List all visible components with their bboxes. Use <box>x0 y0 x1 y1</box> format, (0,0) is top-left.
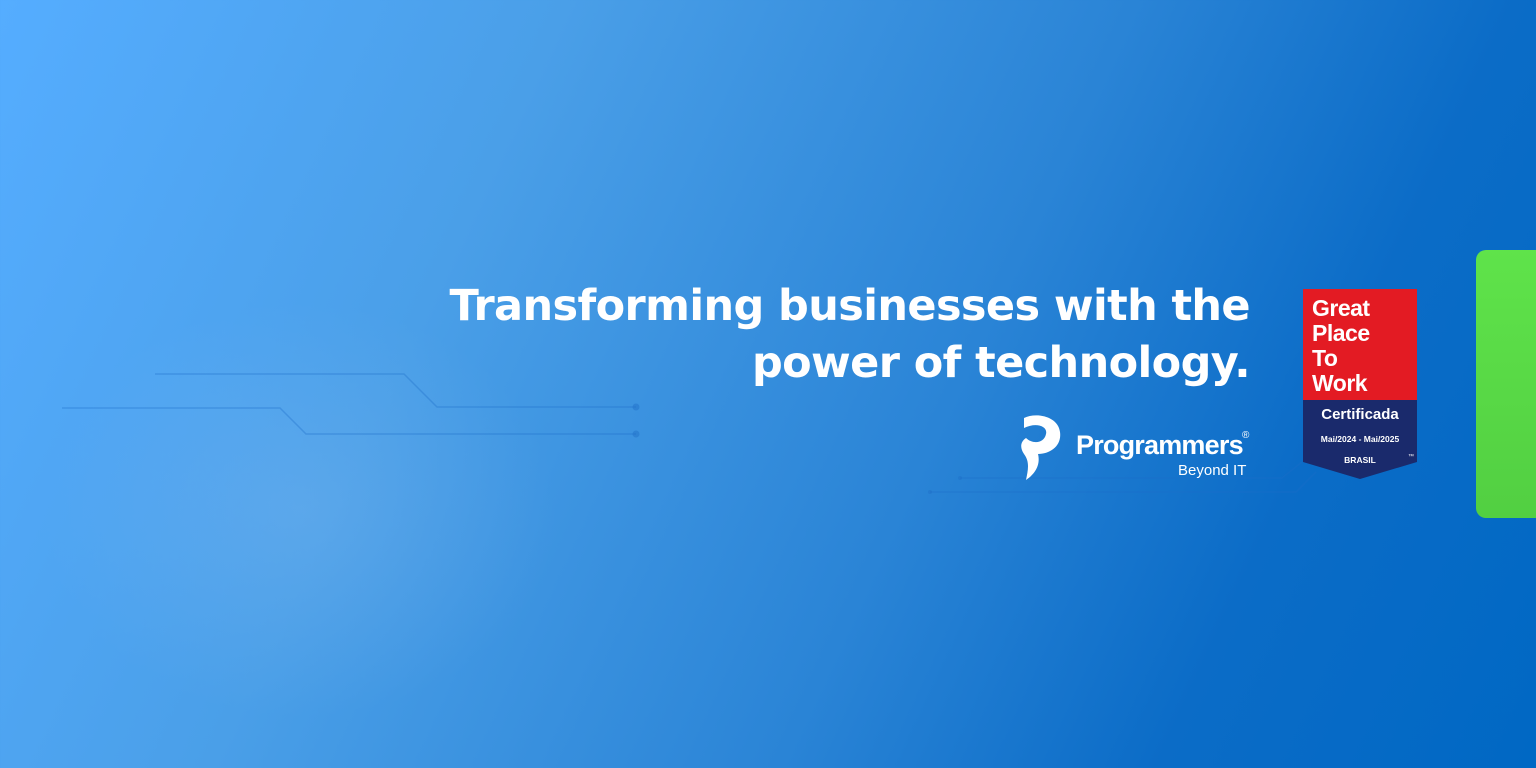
badge-country: BRASIL <box>1344 455 1376 465</box>
badge-red-panel <box>1303 289 1417 400</box>
logo-registered-mark: ® <box>1242 430 1250 441</box>
programmers-logo: Programmers ® Beyond IT <box>1018 412 1258 484</box>
side-tab[interactable] <box>1476 250 1536 518</box>
badge-period: Mai/2024 - Mai/2025 <box>1320 434 1400 444</box>
badge-trademark: ™ <box>1408 454 1414 460</box>
badge-status: Certificada <box>1321 406 1399 423</box>
headline-line-1: Transforming businesses with the <box>449 281 1250 331</box>
logo-wordmark: Programmers <box>1076 430 1244 460</box>
badge-title-line-2: Place <box>1312 320 1370 346</box>
programmers-p-logo-icon <box>1021 415 1061 480</box>
badge-title-line-1: Great <box>1312 295 1370 321</box>
badge-navy-panel <box>1303 400 1417 479</box>
badge-title-word-work: Work <box>1312 370 1368 396</box>
headline: Transforming businesses with the power o… <box>350 278 1250 392</box>
headline-line-2: power of technology. <box>751 338 1251 388</box>
badge-title-line-3: To <box>1312 345 1338 371</box>
logo-tagline: Beyond IT <box>1178 462 1247 479</box>
great-place-to-work-badge: Great Place To Work® Certificada Mai/202… <box>1303 289 1417 479</box>
